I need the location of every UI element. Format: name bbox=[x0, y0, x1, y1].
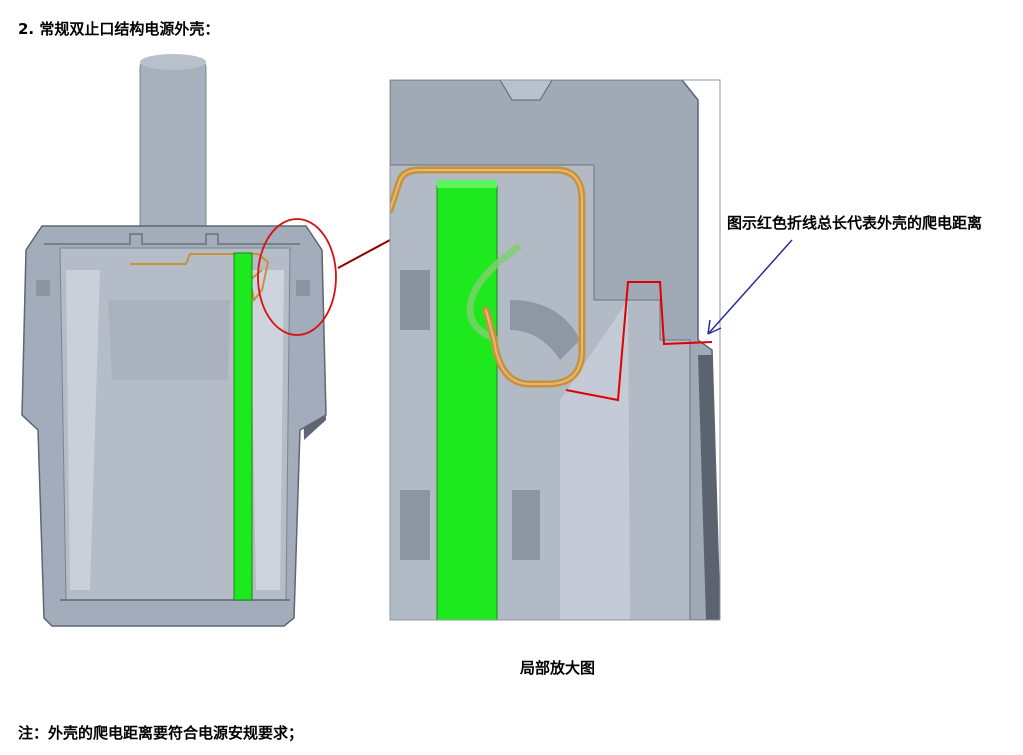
pcb-board-top bbox=[437, 180, 497, 188]
zoom-caption: 局部放大图 bbox=[520, 659, 596, 677]
left-notch bbox=[36, 280, 50, 296]
creepage-path bbox=[565, 281, 713, 402]
zoom-post-upper bbox=[400, 270, 430, 330]
wire-zoom-highlight bbox=[390, 169, 583, 385]
section-heading: 2. 常规双止口结构电源外壳： bbox=[18, 20, 220, 38]
callout-arrow-head bbox=[707, 319, 722, 335]
zoom-top-notch bbox=[499, 80, 553, 101]
wire-green-segment bbox=[466, 243, 522, 344]
zoom-post-right bbox=[512, 490, 540, 560]
zoom-rib-light bbox=[560, 300, 630, 620]
full-view-figure bbox=[21, 54, 391, 627]
pcb-board-zoom bbox=[436, 185, 498, 620]
top-lip bbox=[44, 233, 300, 245]
zoom-shadow-edge bbox=[698, 355, 720, 620]
plug-pin-top bbox=[140, 54, 206, 70]
zoom-view-figure bbox=[389, 79, 793, 621]
creepage-callout-text: 图示红色折线总长代表外壳的爬电距离 bbox=[727, 214, 983, 232]
zoom-curved-shelf bbox=[510, 300, 580, 360]
callout-arrow-line bbox=[707, 239, 793, 335]
zoom-post-left bbox=[400, 490, 430, 560]
zoom-frame bbox=[389, 79, 721, 621]
zoom-connector-line bbox=[337, 239, 391, 269]
right-notch bbox=[296, 280, 310, 296]
plug-pin bbox=[139, 57, 207, 239]
inner-highlight-right bbox=[250, 270, 284, 590]
inner-highlight-left bbox=[66, 270, 100, 590]
footnote: 注：外壳的爬电距离要符合电源安规要求； bbox=[18, 724, 304, 742]
pcb-board-full bbox=[233, 252, 253, 601]
highlight-circle bbox=[257, 218, 337, 336]
inner-block bbox=[108, 300, 230, 380]
